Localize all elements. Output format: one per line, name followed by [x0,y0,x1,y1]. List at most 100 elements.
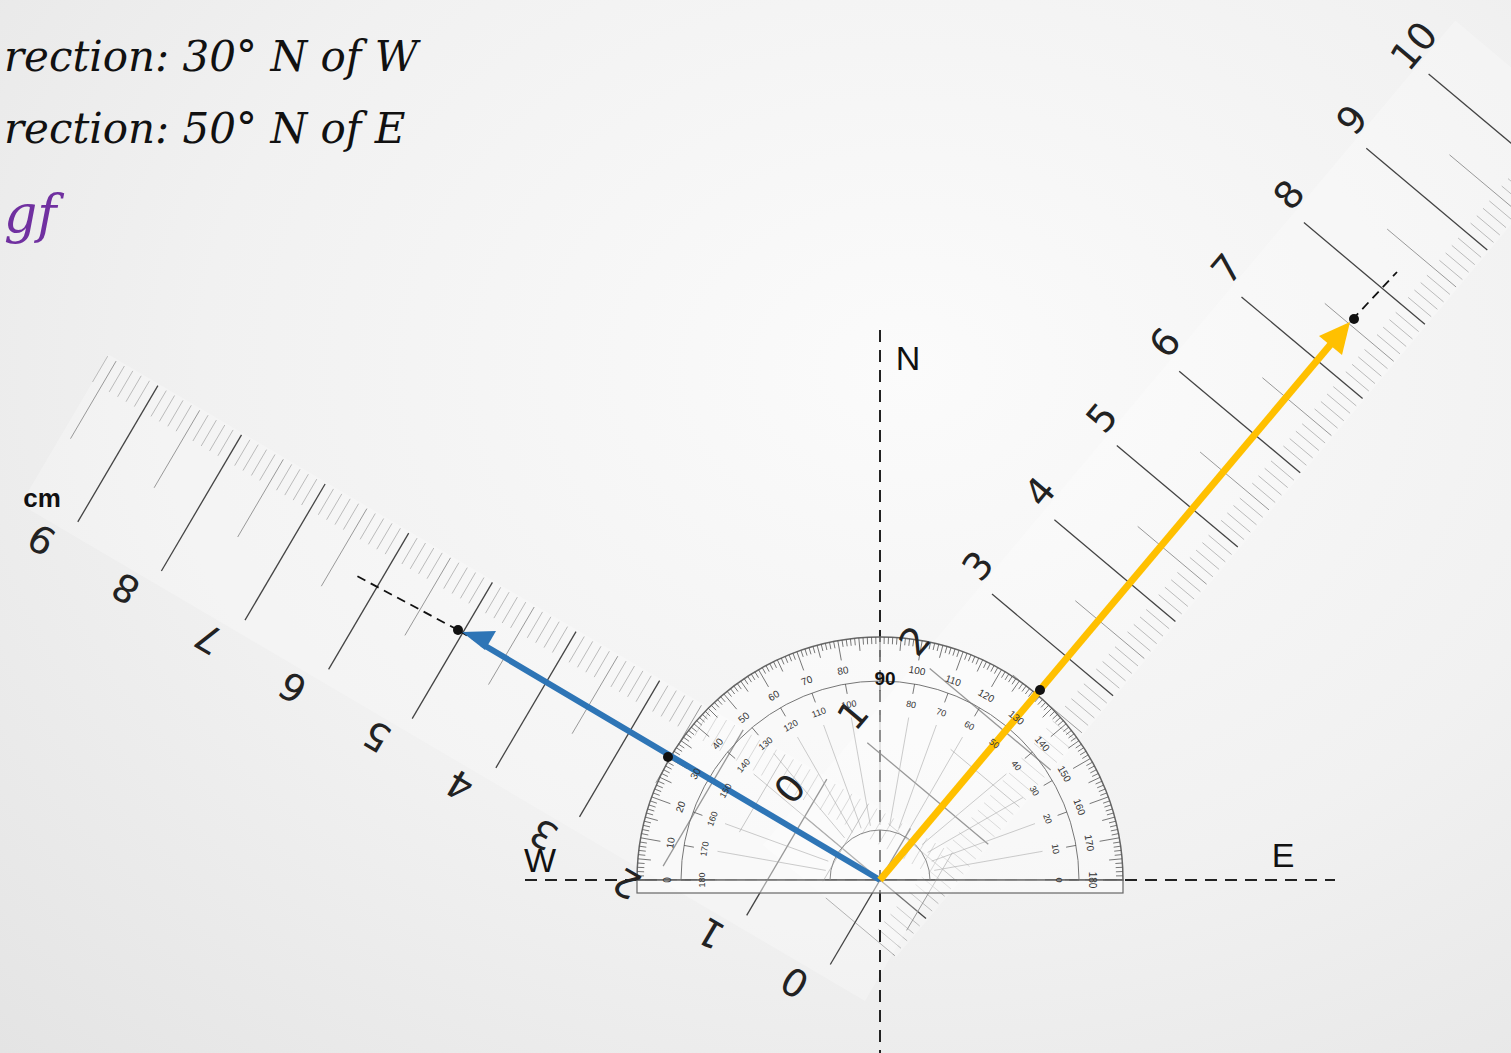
degree-tick [1066,730,1072,734]
degree-tick [789,655,792,662]
ruler-number: 8 [1267,173,1312,216]
ruler-tick [1365,350,1388,369]
ruler-tick [452,568,467,594]
degree-number: 180 [698,872,707,887]
degree-number: 0 [663,877,673,883]
degree-tick [681,880,691,881]
degree-tick [642,834,649,835]
degree-tick [674,751,680,755]
point-dot [1035,685,1045,695]
degree-tick [1080,751,1086,755]
degree-tick [1025,689,1029,695]
degree-number: 0 [1054,877,1063,882]
degree-tick [825,643,827,650]
ruler-tick [1302,424,1325,443]
degree-tick [1050,711,1055,716]
degree-tick [1104,805,1111,807]
degree-tick [774,662,777,668]
degree-tick [766,665,769,671]
yellow-vector [880,338,1336,880]
heading-text: rection: 30° N of W [4,36,418,78]
degree-tick [748,676,752,682]
degree-tick [812,693,816,702]
ruler-tick [1421,283,1444,302]
degree-tick [1103,880,1123,881]
degree-tick [1115,854,1122,856]
degree-tick [830,642,831,649]
degree-tick [649,805,656,807]
degree-tick [867,637,868,644]
ruler-tick [1315,409,1338,428]
degree-tick [937,644,939,651]
degree-tick [1025,752,1033,758]
degree-tick [850,639,852,646]
degree-tick [679,744,685,748]
ruler-tick [1414,290,1437,309]
ruler-tick [193,415,208,441]
ruler-tick [368,519,383,545]
ruler-tick [1103,662,1126,681]
degree-tick [644,821,651,823]
ruler-tick [1165,587,1188,606]
degree-tick [1019,683,1023,689]
degree-tick [801,650,803,657]
radial-line [715,880,825,881]
ruler-number: 5 [356,713,396,758]
degree-tick [871,637,872,644]
degree-tick [1107,813,1114,815]
ruler-number: 3 [955,545,1000,588]
ruler-tick [469,578,484,604]
degree-number: 160 [706,811,720,828]
ruler-tick [1071,699,1094,718]
degree-number: 150 [718,782,733,800]
blue-arrowhead [462,631,496,650]
ruler-number: 4 [1018,470,1063,513]
ruler-tick [385,528,400,554]
ruler-tick [1408,297,1431,316]
ruler-tick [511,602,526,628]
degree-tick [813,646,815,653]
ruler-tick [1387,229,1456,287]
degree-number: 40 [710,736,725,751]
degree-tick [638,859,651,860]
degree-tick [1022,686,1026,692]
degree-tick [664,770,670,773]
point-dot [1349,314,1359,324]
degree-tick [642,830,649,831]
degree-tick [945,646,947,653]
degree-number: 80 [837,665,850,677]
degree-number: 150 [1055,764,1072,783]
degree-tick [913,684,915,694]
degree-tick [1078,748,1084,752]
degree-tick [1038,699,1043,704]
ruler-tick [134,381,149,407]
ruler-tick [1483,208,1506,227]
ruler-tick [594,651,609,677]
degree-tick [976,658,979,664]
degree-tick [1041,702,1046,707]
ruler-number: 2 [607,861,647,906]
degree-tick [1096,781,1102,784]
degree-tick [653,793,660,796]
degree-tick [854,638,856,645]
ruler-tick [1196,550,1219,569]
ruler-tick [1146,610,1169,629]
ruler-number: 1 [691,910,731,955]
degree-tick [777,660,783,672]
ruler-tick [1177,572,1200,591]
ruler-tick [321,509,367,587]
ruler-number: 0 [775,959,815,1004]
degree-number: 130 [1007,708,1026,726]
degree-tick [949,648,951,655]
ruler-number: 7 [189,615,229,660]
ruler-tick [552,627,567,653]
degree-tick [691,727,696,731]
ruler-tick [1190,558,1213,577]
radial-line [934,851,1042,870]
ruler-tick [1159,595,1182,614]
guide-line [458,630,880,880]
ruler-number: 0 [768,768,813,811]
ruler-number: 9 [22,517,62,562]
degree-number: 140 [735,757,752,774]
